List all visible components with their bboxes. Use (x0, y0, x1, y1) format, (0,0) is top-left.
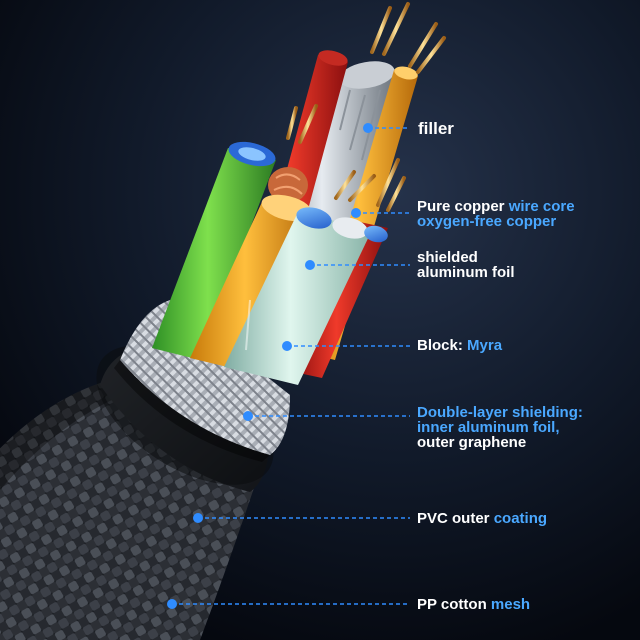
label-segment: mesh (490, 596, 531, 613)
label-line: Double-layer shielding: (417, 405, 583, 420)
label-line: oxygen-free copper (417, 214, 575, 229)
label-segment: PVC outer (417, 510, 494, 527)
label-segment: outer graphene (417, 434, 527, 451)
label-line: aluminum foil (417, 265, 515, 280)
label-segment: filler (418, 119, 454, 138)
leader-mesh (167, 599, 410, 609)
leader-lines (167, 123, 410, 609)
label-pp-cotton-mesh: PP cotton mesh (417, 597, 530, 612)
copper-strand-bundle (268, 167, 308, 205)
gold-pins (286, 2, 446, 212)
label-segment: aluminum foil (417, 264, 515, 281)
label-line: outer graphene (417, 435, 583, 450)
label-segment: oxygen-free copper (417, 213, 557, 230)
label-segment: Double-layer shielding: (417, 404, 583, 421)
label-line: PVC outer coating (417, 511, 547, 526)
label-block: Block: Myra (417, 338, 502, 353)
label-segment: Pure copper (417, 198, 509, 215)
label-segment: inner aluminum foil, (417, 419, 560, 436)
label-segment: coating (493, 510, 548, 527)
label-segment: Myra (467, 337, 503, 354)
label-segment: shielded (417, 249, 478, 266)
leader-shield (243, 411, 410, 421)
label-line: inner aluminum foil, (417, 420, 583, 435)
label-filler: filler (418, 120, 454, 137)
label-double-layer-shielding: Double-layer shielding:inner aluminum fo… (417, 405, 583, 450)
label-pvc-outer-coating: PVC outer coating (417, 511, 547, 526)
aluminum-foil-pair (224, 207, 388, 385)
label-line: Block: Myra (417, 338, 502, 353)
leader-pvc (193, 513, 410, 523)
leader-core (351, 208, 410, 218)
label-line: Pure copper wire core (417, 199, 575, 214)
label-segment: PP cotton (417, 596, 491, 613)
label-segment: Block: (417, 337, 468, 354)
label-segment: wire core (508, 198, 575, 215)
leader-block (282, 341, 410, 351)
leader-filler (363, 123, 410, 133)
label-line: shielded (417, 250, 515, 265)
label-line: PP cotton mesh (417, 597, 530, 612)
leader-foil (305, 260, 410, 270)
label-line: filler (418, 120, 454, 137)
green-wire (152, 141, 276, 360)
